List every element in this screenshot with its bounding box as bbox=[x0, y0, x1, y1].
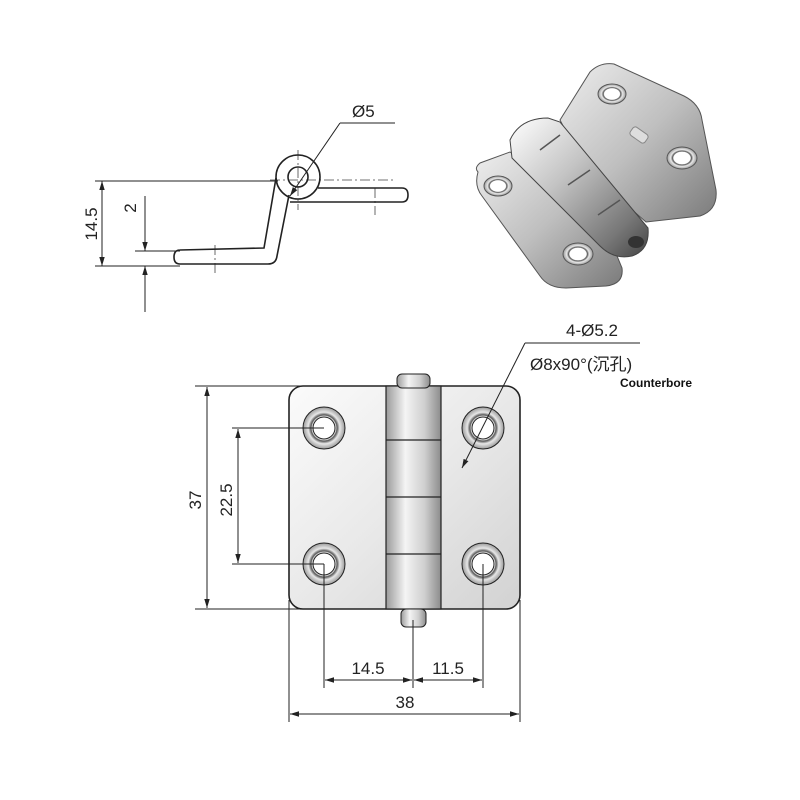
dim-offset-right: 11.5 bbox=[432, 659, 464, 678]
photo-pin-end bbox=[628, 236, 644, 248]
counterbore-spec-label: Ø8x90°(沉孔) bbox=[530, 355, 632, 374]
pin-circle bbox=[287, 166, 309, 188]
photo-knuckle-seam-2 bbox=[567, 169, 591, 186]
dim-height: 37 bbox=[186, 491, 205, 510]
photo-slot bbox=[629, 126, 649, 144]
dim-overall-height: 14.5 bbox=[82, 207, 101, 240]
dim-offset-left: 14.5 bbox=[351, 659, 384, 678]
upper-leaf-outline bbox=[290, 187, 409, 203]
pin-diameter-label: Ø5 bbox=[352, 102, 375, 121]
dim-leaf-thickness: 2 bbox=[121, 203, 140, 212]
front-view: 37 22.5 14.5 11.5 38 4-Ø5.2 Ø8x90°(沉孔) C… bbox=[186, 321, 692, 722]
pin-top bbox=[396, 373, 431, 389]
knuckle-outer-circle bbox=[275, 154, 321, 200]
photo-hole-1 bbox=[483, 175, 513, 197]
photo-hole-2 bbox=[562, 242, 594, 266]
side-view: 14.5 2 Ø5 bbox=[82, 102, 409, 312]
pin-leader-diag bbox=[289, 122, 341, 197]
photo-hole-3 bbox=[597, 83, 627, 105]
dim-width: 38 bbox=[396, 693, 415, 712]
hinge-photo bbox=[475, 63, 717, 289]
callout-leader bbox=[461, 342, 526, 469]
photo-hole-4 bbox=[666, 146, 698, 170]
photo-upper-leaf bbox=[559, 63, 717, 223]
photo-knuckle bbox=[509, 117, 649, 258]
hole-top-right bbox=[461, 406, 505, 450]
hole-spec-label: 4-Ø5.2 bbox=[566, 321, 618, 340]
lower-leaf-outline bbox=[173, 177, 290, 265]
dim-hole-spacing-vertical: 22.5 bbox=[217, 483, 236, 516]
counterbore-label: Counterbore bbox=[620, 376, 692, 390]
photo-knuckle-seam-3 bbox=[597, 199, 621, 216]
photo-knuckle-seam-1 bbox=[539, 134, 561, 151]
